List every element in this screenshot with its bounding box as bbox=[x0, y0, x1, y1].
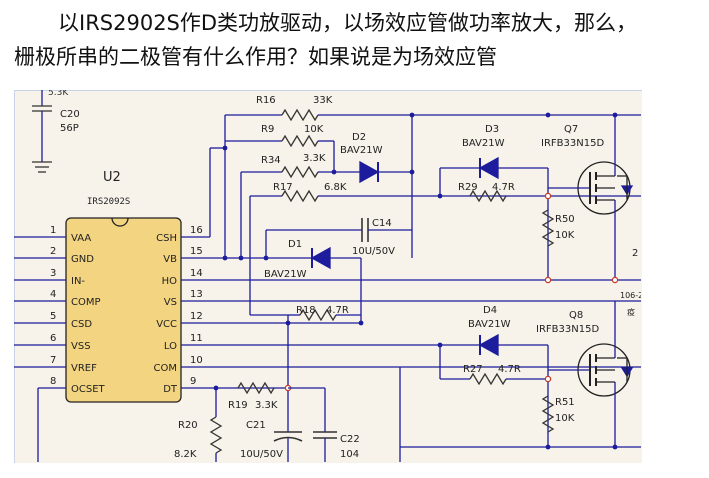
c20-value: 56P bbox=[60, 123, 79, 134]
pin-5-num: 5 bbox=[50, 311, 56, 322]
q8-part: IRFB33N15D bbox=[536, 324, 599, 335]
pin-6-num: 6 bbox=[50, 333, 56, 344]
pin-3-name: IN- bbox=[71, 276, 85, 287]
pin-15-name: VB bbox=[163, 254, 177, 265]
question-text: 以IRS2902S作D类功放驱动，以场效应管做功率放大，那么， 栅极所串的二极管… bbox=[14, 6, 704, 74]
c21-ref: C21 bbox=[246, 420, 266, 431]
pin-1-num: 1 bbox=[50, 225, 56, 236]
pin-16-name: CSH bbox=[156, 233, 177, 244]
r16-value: 33K bbox=[313, 95, 333, 106]
feedback-network: R16 33K R9 10K R34 3.3K D2 BAV21W bbox=[209, 95, 641, 316]
r27-value: 4.7R bbox=[498, 364, 521, 375]
pin-4-num: 4 bbox=[50, 289, 56, 300]
pin-12-num: 12 bbox=[190, 311, 203, 322]
c22-ref: C22 bbox=[340, 434, 360, 445]
r34-ref: R34 bbox=[261, 155, 281, 166]
edge-label-3: 疫 bbox=[627, 307, 635, 317]
r51-ref: R51 bbox=[555, 397, 575, 408]
pin-13-num: 13 bbox=[190, 289, 203, 300]
high-side-gate: D3 BAV21W R29 4.7R R50 10K Q7 IRFB33N15D bbox=[437, 115, 634, 284]
pin-7-name: VREF bbox=[71, 363, 97, 374]
pin-9-num: 9 bbox=[190, 376, 196, 387]
pin-15-num: 15 bbox=[190, 246, 203, 257]
c22-value: 104 bbox=[340, 449, 359, 460]
d2-ref: D2 bbox=[352, 132, 366, 143]
u2-chip: U2 IRS2092S bbox=[65, 170, 182, 403]
r51-value: 10K bbox=[555, 413, 575, 424]
pin-8-num: 8 bbox=[50, 376, 56, 387]
pin-8-name: OCSET bbox=[71, 384, 106, 395]
pin-13-name: VS bbox=[164, 297, 177, 308]
u2-part: IRS2092S bbox=[87, 197, 130, 207]
c20-ref: C20 bbox=[60, 109, 80, 120]
pin-3-num: 3 bbox=[50, 268, 56, 279]
r16-ref: R16 bbox=[256, 95, 276, 106]
question-line-2: 栅极所串的二极管有什么作用？如果说是为场效应管 bbox=[14, 45, 497, 69]
r27-ref: R27 bbox=[463, 364, 483, 375]
pin-1-name: VAA bbox=[71, 233, 91, 244]
c20-capacitor: 5.3K C20 56P bbox=[32, 90, 80, 173]
dt-network: R19 3.3K R20 8.2K C21 10U/50V C22 104 bbox=[174, 381, 360, 462]
pin-10-num: 10 bbox=[190, 355, 203, 366]
d2-part: BAV21W bbox=[340, 145, 383, 156]
question-line-1: 以IRS2902S作D类功放驱动，以场效应管做功率放大，那么， bbox=[58, 11, 638, 35]
r19-value: 3.3K bbox=[255, 400, 278, 411]
top-cut-label: 5.3K bbox=[48, 90, 69, 98]
low-side-gate: D4 BAV21W R27 4.7R R51 10K Q8 IRFB33N15D bbox=[399, 187, 641, 462]
r18-ref: R18 bbox=[296, 305, 316, 316]
pin-12-name: VCC bbox=[156, 319, 177, 330]
r20-value: 8.2K bbox=[174, 449, 197, 460]
r29-ref: R29 bbox=[458, 182, 478, 193]
pin-5-name: CSD bbox=[71, 319, 92, 330]
r18-value: 4.7R bbox=[326, 305, 349, 316]
pin-11-name: LO bbox=[164, 341, 177, 352]
c14-ref: C14 bbox=[372, 218, 392, 229]
r20-ref: R20 bbox=[178, 420, 198, 431]
r29-value: 4.7R bbox=[492, 182, 515, 193]
d3-part: BAV21W bbox=[462, 138, 505, 149]
r19-ref: R19 bbox=[228, 400, 248, 411]
pin-10-name: COM bbox=[154, 363, 177, 374]
r50-value: 10K bbox=[555, 230, 575, 241]
edge-label-106: 106-2 bbox=[620, 291, 641, 300]
u2-ref: U2 bbox=[103, 170, 121, 185]
pin-14-num: 14 bbox=[190, 268, 203, 279]
pin-14-name: HO bbox=[162, 276, 178, 287]
edge-labels: 2 106-2 疫 bbox=[620, 248, 641, 317]
pin-2-num: 2 bbox=[50, 246, 56, 257]
pin-16-num: 16 bbox=[190, 225, 203, 236]
d1-part: BAV21W bbox=[264, 269, 307, 280]
pin-7-num: 7 bbox=[50, 355, 56, 366]
d3-ref: D3 bbox=[485, 124, 499, 135]
q7-part: IRFB33N15D bbox=[541, 138, 604, 149]
schematic-diagram: 5.3K C20 56P U2 IRS2092S 1 2 3 4 5 bbox=[14, 90, 641, 462]
pin-11-num: 11 bbox=[190, 333, 203, 344]
u2-right-pins: 16 15 14 13 12 11 10 9 CSH VB HO VS VCC … bbox=[154, 225, 641, 395]
r9-ref: R9 bbox=[261, 124, 274, 135]
d4-ref: D4 bbox=[483, 305, 497, 316]
r50-ref: R50 bbox=[555, 214, 575, 225]
r17-ref: R17 bbox=[273, 182, 293, 193]
pin-4-name: COMP bbox=[71, 297, 101, 308]
bootstrap-section: C14 10U/50V D1 BAV21W R18 4.7R bbox=[263, 218, 412, 432]
r34-value: 3.3K bbox=[303, 153, 326, 164]
q7-ref: Q7 bbox=[564, 124, 578, 135]
edge-label-2: 2 bbox=[632, 248, 638, 259]
r9-value: 10K bbox=[304, 124, 324, 135]
pin-9-name: DT bbox=[163, 384, 178, 395]
q8-ref: Q8 bbox=[569, 310, 583, 321]
u2-left-pins: 1 2 3 4 5 6 7 8 VAA GND IN- COMP CSD VSS… bbox=[14, 225, 106, 462]
pin-2-name: GND bbox=[71, 254, 94, 265]
pin-6-name: VSS bbox=[71, 341, 91, 352]
c14-value: 10U/50V bbox=[352, 246, 395, 257]
c21-value: 10U/50V bbox=[240, 449, 283, 460]
r17-value: 6.8K bbox=[324, 182, 347, 193]
d1-ref: D1 bbox=[288, 239, 302, 250]
d4-part: BAV21W bbox=[468, 319, 511, 330]
